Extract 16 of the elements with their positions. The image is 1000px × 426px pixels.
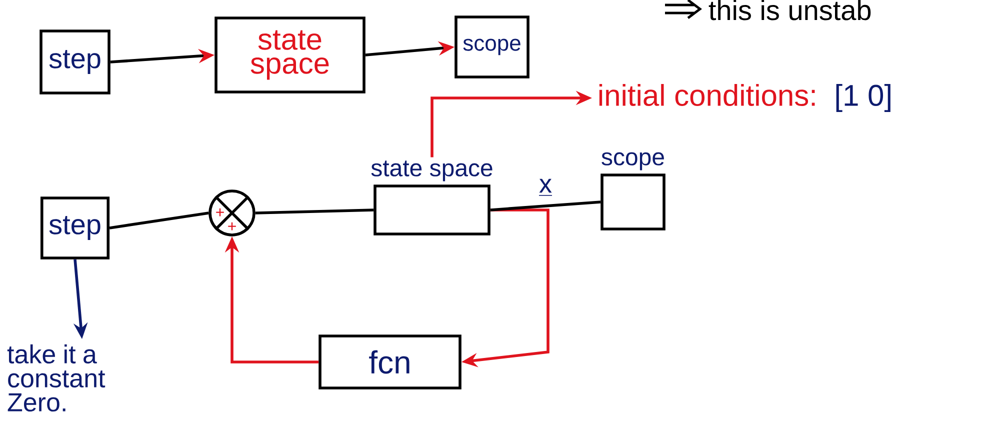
node-label: scope [602, 152, 664, 170]
block-box: step [40, 30, 110, 94]
block-box: scope [600, 152, 666, 230]
block-box: scope [454, 16, 530, 78]
note-text: take it a constant Zero. [7, 344, 106, 412]
sign-label: + [216, 208, 224, 216]
note-text: initial conditions: [1 0] [599, 84, 890, 112]
block-box: step [40, 196, 110, 260]
note-text: this is unstab [708, 0, 871, 20]
block-box: state space [214, 16, 366, 94]
edge-label: x [537, 176, 554, 199]
block-box: fcn [318, 334, 462, 390]
summing-junction [208, 190, 256, 236]
node-label: state space [371, 160, 492, 182]
sign-label: + [228, 222, 236, 230]
block-box: state space [371, 160, 492, 236]
